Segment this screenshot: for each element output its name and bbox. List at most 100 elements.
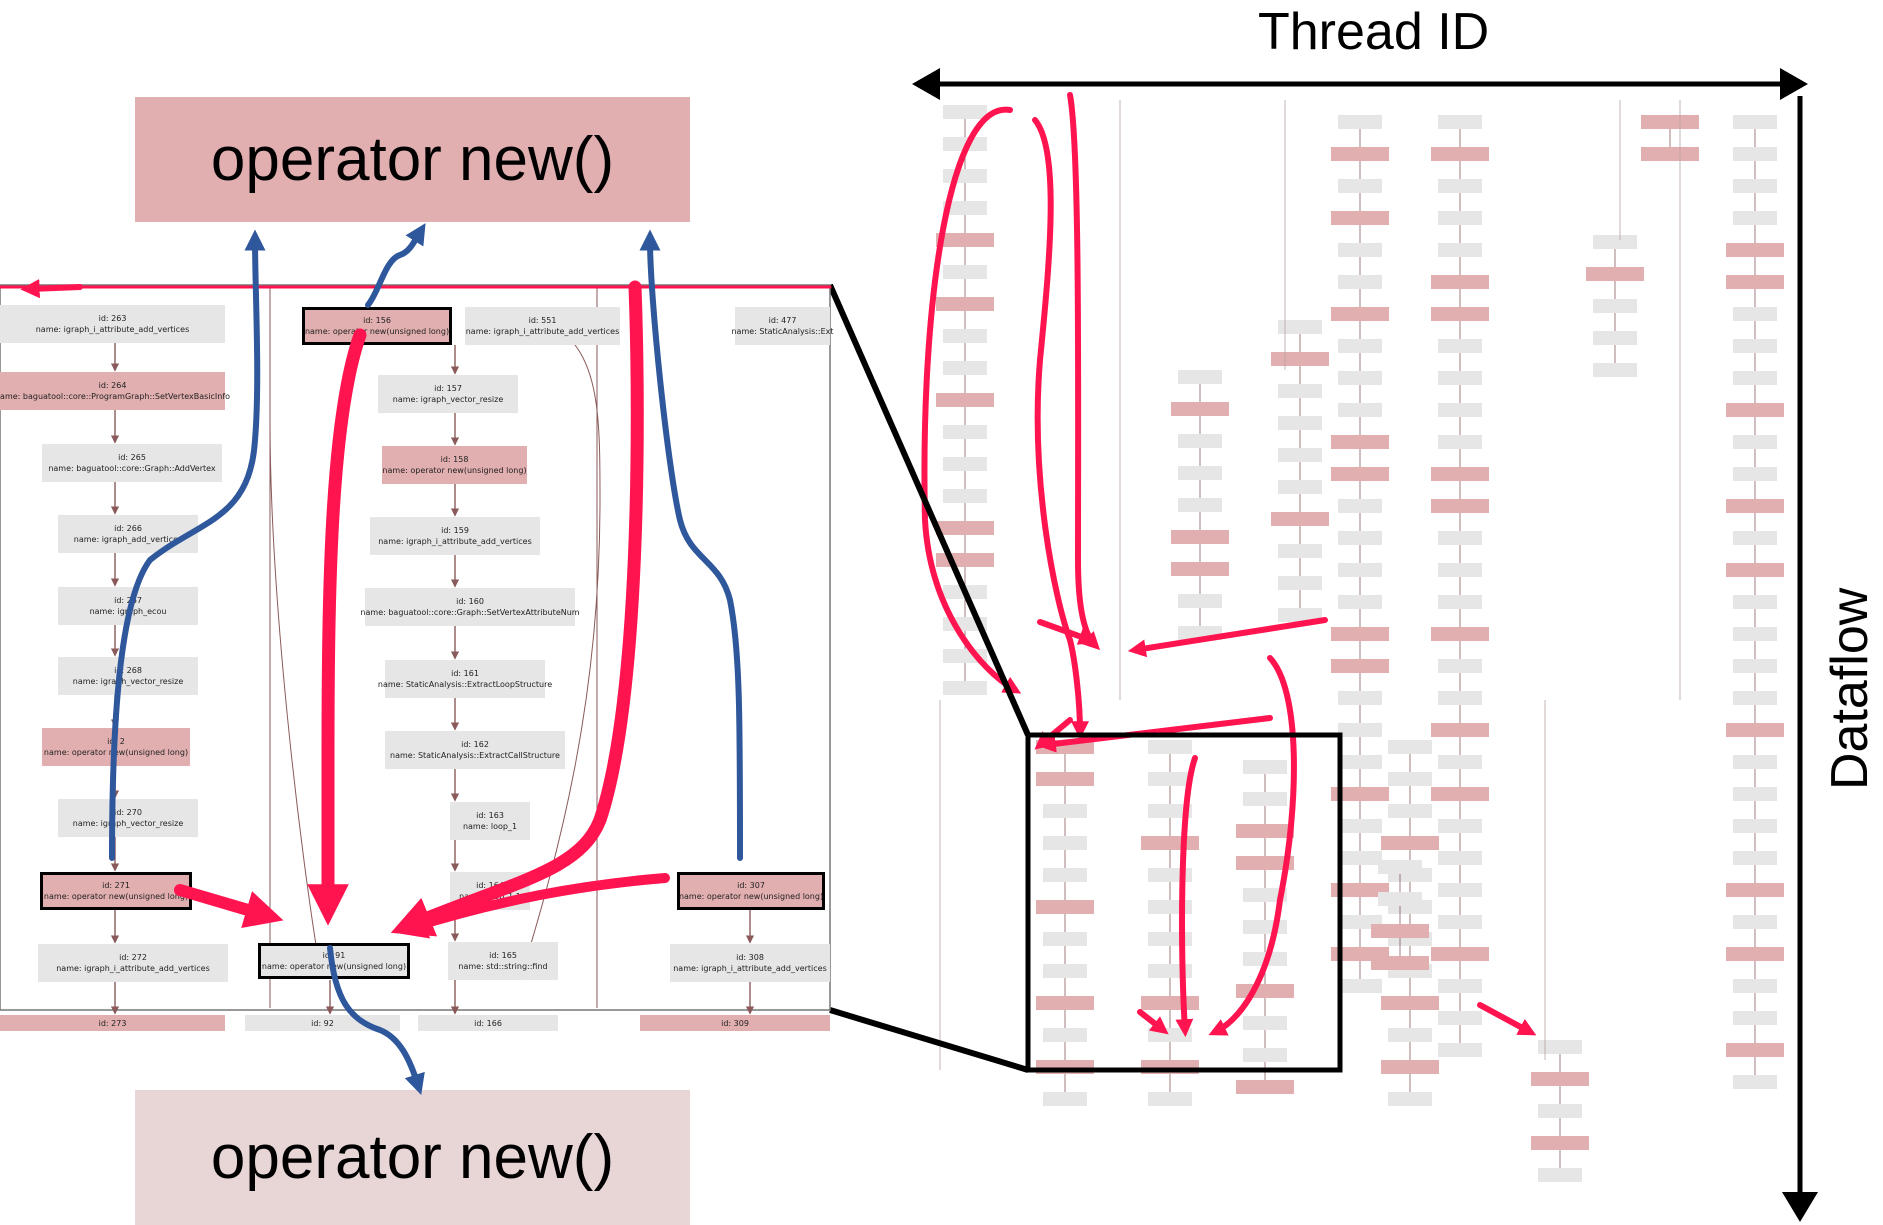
overview-node — [1338, 179, 1382, 193]
overview-node — [1438, 659, 1482, 673]
overview-node — [1338, 851, 1382, 865]
overview-node — [1726, 723, 1784, 737]
node-id: id: 160 — [456, 597, 484, 606]
overview-node — [1438, 563, 1482, 577]
overview-node — [1338, 755, 1382, 769]
overview-node — [1141, 996, 1199, 1010]
overview-node — [1733, 819, 1777, 833]
node-name: name: operator new(unsigned long) — [304, 327, 450, 336]
overview-node — [1438, 915, 1482, 929]
overview-node — [1148, 740, 1192, 754]
overview-node — [1531, 1072, 1589, 1086]
node-name: name: igraph_ecou — [89, 607, 167, 616]
overview-node — [1148, 772, 1192, 786]
overview-node — [1036, 996, 1094, 1010]
node-name: name: igraph_i_attribute_add_vertices — [378, 537, 532, 546]
overview-node — [1726, 563, 1784, 577]
overview-node — [943, 169, 987, 183]
overview-node — [1171, 562, 1229, 576]
bottom-operator-new-callout: operator new() — [135, 1090, 690, 1225]
node-id: id: 164 — [476, 881, 504, 890]
overview-node — [1438, 691, 1482, 705]
node-id: id: 166 — [474, 1018, 502, 1028]
overview-node — [1338, 563, 1382, 577]
node-name: name: igraph_i_attribute_add_vertices — [35, 325, 190, 334]
node-id: id: 267 — [114, 596, 142, 605]
node-id: id: 159 — [441, 526, 469, 535]
node-id: id: 158 — [440, 455, 469, 464]
overview-node — [1438, 755, 1482, 769]
node-name: name: baguatool::core::ProgramGraph::Set… — [0, 392, 231, 401]
overview-node — [1171, 530, 1229, 544]
overview-node — [1438, 339, 1482, 353]
overview-node — [1271, 512, 1329, 526]
overview-node — [1388, 740, 1432, 754]
overview-node — [1438, 371, 1482, 385]
node-name: name: igraph_i_attribute_add_vertices — [465, 327, 620, 336]
overview-node — [1733, 1075, 1777, 1089]
overview-node — [1243, 792, 1287, 806]
overview-node — [1438, 243, 1482, 257]
node-name: name: operator new(unsigned long) — [678, 892, 824, 901]
overview-node — [1338, 691, 1382, 705]
overview-node — [1641, 115, 1699, 129]
node-id: id: 268 — [114, 666, 142, 675]
overview-node — [1733, 115, 1777, 129]
graph-node: id: 273 — [0, 1015, 225, 1031]
node-name: name: operator new(unsigned long) — [43, 892, 189, 901]
overview-node — [1278, 384, 1322, 398]
overview-node — [1331, 883, 1389, 897]
overview-node — [1733, 371, 1777, 385]
overview-node — [1388, 1028, 1432, 1042]
overview-node — [1733, 211, 1777, 225]
node-id: id: 273 — [98, 1018, 127, 1028]
overview-node — [1338, 403, 1382, 417]
overview-node — [1236, 984, 1294, 998]
overview-node — [1043, 804, 1087, 818]
overview-node — [1338, 339, 1382, 353]
overview-node — [1431, 307, 1489, 321]
node-id: id: 163 — [476, 811, 504, 820]
overview-node — [1438, 595, 1482, 609]
overview-node — [943, 489, 987, 503]
overview-node — [1726, 1043, 1784, 1057]
node-id: id: 551 — [528, 316, 557, 325]
overview-node — [1388, 1092, 1432, 1106]
overview-node — [1538, 1040, 1582, 1054]
overview-node — [1593, 331, 1637, 345]
overview-node — [1733, 595, 1777, 609]
overview-node — [1438, 115, 1482, 129]
overview-node — [1733, 467, 1777, 481]
node-name: name: operator new(unsigned long) — [382, 466, 527, 475]
node-id: id: 157 — [434, 384, 462, 393]
overview-node — [1178, 466, 1222, 480]
overview-node — [943, 265, 987, 279]
overview-node — [1236, 1080, 1294, 1094]
overview-graph — [936, 100, 1784, 1182]
overview-node — [1338, 979, 1382, 993]
overview-node — [1043, 1092, 1087, 1106]
overview-node — [1331, 787, 1389, 801]
overview-node — [1331, 435, 1389, 449]
overview-node — [1178, 498, 1222, 512]
bottom-callout-text: operator new() — [210, 1123, 615, 1192]
overview-node — [1438, 435, 1482, 449]
overview-node — [1438, 1011, 1482, 1025]
overview-node — [1733, 435, 1777, 449]
node-name: name: loop_1 — [462, 822, 518, 831]
overview-node — [1338, 275, 1382, 289]
overview-node — [1141, 836, 1199, 850]
overview-node — [1378, 860, 1422, 874]
overview-node — [1431, 467, 1489, 481]
overview-node — [1331, 211, 1389, 225]
overview-node — [1371, 956, 1429, 970]
overview-node — [1431, 499, 1489, 513]
overview-node — [1043, 868, 1087, 882]
overview-node — [1438, 883, 1482, 897]
